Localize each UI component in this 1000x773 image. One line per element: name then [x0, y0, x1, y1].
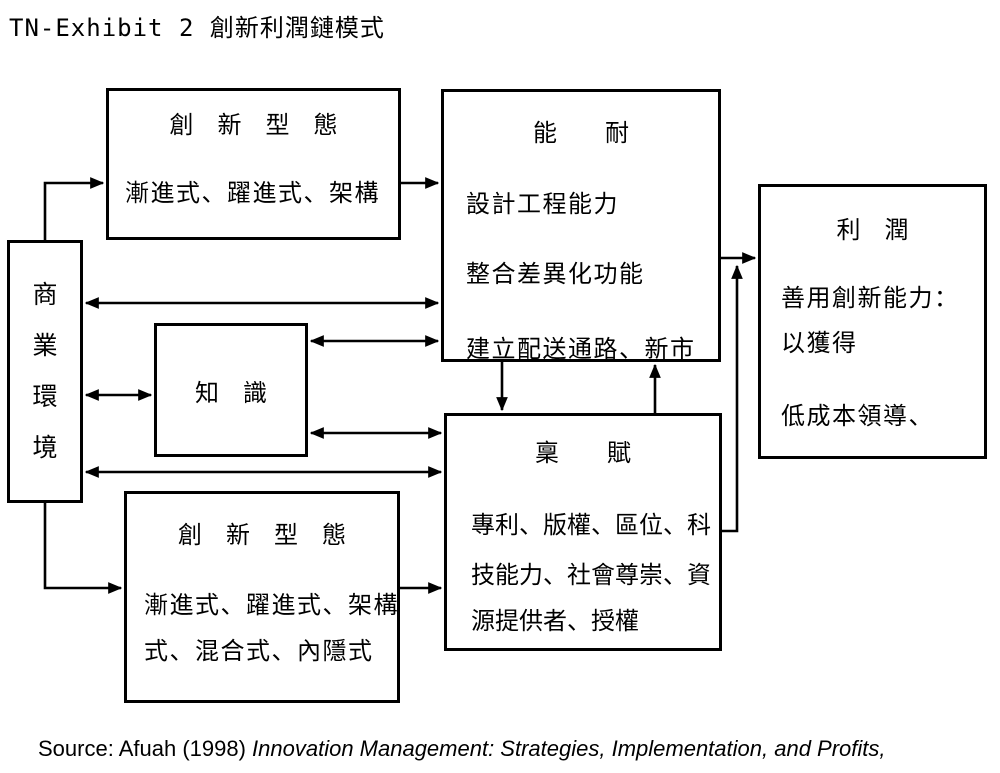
profits-line: 善用創新能力： — [781, 286, 960, 312]
capabilities-title: 能 耐 — [533, 121, 629, 147]
innovation-type-top-title: 創 新 型 態 — [169, 113, 338, 139]
innovation-type-bottom-line: 漸進式、躍進式、架構 — [144, 593, 399, 619]
source-book-title: Innovation Management: Strategies, Imple… — [252, 736, 886, 761]
profits-line: 低成本領導、 — [781, 404, 934, 430]
innovation-type-top-line: 漸進式、躍進式、架構 — [125, 181, 380, 207]
box-innovation-type-top: 創 新 型 態 漸進式、躍進式、架構 — [106, 88, 401, 240]
source-citation: Source: Afuah (1998) Innovation Manageme… — [38, 736, 886, 762]
innovation-type-bottom-title: 創 新 型 態 — [178, 523, 346, 549]
arrow-env-to-innovation-bottom — [43, 503, 123, 594]
box-capabilities: 能 耐 設計工程能力 整合差異化功能 建立配送通路、新市 — [441, 89, 721, 363]
source-prefix: Source: Afuah (1998) — [38, 736, 253, 761]
box-knowledge: 知 識 — [154, 323, 308, 457]
capabilities-line: 設計工程能力 — [466, 192, 619, 218]
box-innovation-type-bottom: 創 新 型 態 漸進式、躍進式、架構 式、混合式、內隱式 — [124, 491, 400, 703]
knowledge-title: 知 識 — [195, 380, 267, 407]
arrow-endowments-to-profits — [722, 264, 743, 533]
profits-line: 以獲得 — [781, 331, 858, 357]
box-business-environment: 商業環境 — [7, 240, 83, 503]
endowments-line: 技能力、社會尊崇、資 — [471, 563, 711, 589]
innovation-type-bottom-line: 式、混合式、內隱式 — [144, 639, 374, 665]
profits-title: 利 潤 — [836, 218, 909, 244]
capabilities-line: 建立配送通路、新市 — [466, 337, 696, 363]
arrow-env-to-innovation-top — [43, 177, 105, 240]
capabilities-line: 整合差異化功能 — [466, 262, 645, 288]
business-environment-label: 商業環境 — [32, 281, 58, 462]
endowments-title: 稟 賦 — [535, 441, 631, 467]
endowments-line: 源提供者、授權 — [471, 609, 639, 635]
endowments-line: 專利、版權、區位、科 — [471, 513, 711, 539]
box-profits: 利 潤 善用創新能力： 以獲得 低成本領導、 — [758, 184, 987, 459]
box-endowments: 稟 賦 專利、版權、區位、科 技能力、社會尊崇、資 源提供者、授權 — [444, 413, 722, 651]
page-title: TN-Exhibit 2 創新利潤鏈模式 — [9, 14, 385, 42]
